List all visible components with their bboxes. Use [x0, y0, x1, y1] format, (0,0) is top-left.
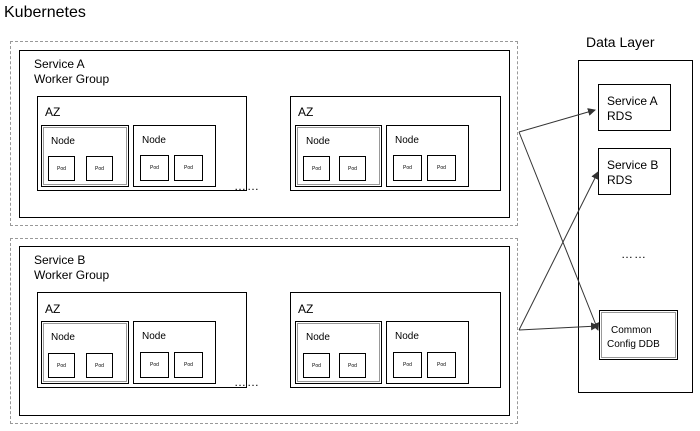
pod-box: Pod: [393, 352, 422, 378]
service-a-dashed-boundary: [10, 41, 518, 226]
az-label: AZ: [298, 302, 314, 316]
pod-box: Pod: [339, 353, 366, 378]
node-label: Node: [51, 332, 75, 343]
node-box: Node Pod Pod: [41, 321, 129, 384]
az-label: AZ: [298, 105, 314, 119]
pod-box: Pod: [339, 156, 366, 181]
common-config-ddb: Common Config DDB: [599, 310, 678, 360]
common-config-ddb-line1: Common: [611, 325, 652, 336]
node-box: Node Pod Pod: [386, 321, 469, 384]
service-b-group-subtitle: Worker Group: [34, 268, 110, 282]
node-label: Node: [395, 331, 419, 342]
pod-box: Pod: [427, 155, 456, 181]
service-b-group-name: Service B: [34, 253, 86, 267]
pod-box: Pod: [140, 352, 169, 378]
az-box: AZ Node Pod Pod Node Pod Pod: [37, 96, 247, 191]
node-box: Node Pod Pod: [295, 125, 382, 187]
node-box: Node Pod Pod: [41, 125, 129, 187]
more-datastores-ellipsis: ……: [621, 247, 647, 261]
service-a-group-name: Service A: [34, 57, 85, 71]
node-label: Node: [306, 136, 330, 147]
service-b-dashed-boundary: [10, 238, 518, 424]
common-config-ddb-line2: Config DDB: [607, 339, 660, 350]
node-box: Node Pod Pod: [133, 125, 216, 187]
az-label: AZ: [45, 302, 61, 316]
pod-box: Pod: [303, 353, 330, 378]
service-a-group-subtitle: Worker Group: [34, 72, 110, 86]
node-label: Node: [306, 332, 330, 343]
az-box: AZ Node Pod Pod Node Pod Pod: [290, 96, 501, 191]
pod-box: Pod: [303, 156, 330, 181]
node-label: Node: [51, 136, 75, 147]
az-box: AZ Node Pod Pod Node Pod Pod: [37, 292, 247, 388]
service-b-rds-type: RDS: [607, 173, 633, 187]
pod-box: Pod: [140, 155, 169, 181]
pod-box: Pod: [86, 156, 113, 181]
diagram-title: Kubernetes: [4, 4, 86, 21]
service-a-rds-type: RDS: [607, 109, 633, 123]
service-a-worker-group: Service A Worker Group AZ Node Pod Pod N…: [19, 50, 510, 218]
pod-box: Pod: [48, 353, 75, 378]
service-b-rds-name: Service B: [607, 158, 659, 172]
service-a-rds-name: Service A: [607, 94, 658, 108]
az-box: AZ Node Pod Pod Node Pod Pod: [290, 292, 501, 388]
more-azs-ellipsis: ……: [234, 179, 260, 193]
node-box: Node Pod Pod: [386, 125, 469, 187]
pod-box: Pod: [427, 352, 456, 378]
node-label: Node: [142, 135, 166, 146]
pod-box: Pod: [48, 156, 75, 181]
node-box: Node Pod Pod: [133, 321, 216, 384]
service-b-worker-group: Service B Worker Group AZ Node Pod Pod N…: [19, 246, 510, 416]
az-label: AZ: [45, 105, 61, 119]
more-azs-ellipsis: ……: [234, 375, 260, 389]
service-a-rds: Service A RDS: [598, 84, 671, 131]
node-box: Node Pod Pod: [295, 321, 382, 384]
node-label: Node: [395, 135, 419, 146]
data-layer-title: Data Layer: [586, 34, 655, 50]
node-label: Node: [142, 331, 166, 342]
pod-box: Pod: [174, 352, 203, 378]
data-layer-box: Service A RDS Service B RDS …… Common Co…: [578, 60, 693, 393]
service-b-rds: Service B RDS: [598, 148, 671, 195]
pod-box: Pod: [393, 155, 422, 181]
pod-box: Pod: [86, 353, 113, 378]
pod-box: Pod: [174, 155, 203, 181]
